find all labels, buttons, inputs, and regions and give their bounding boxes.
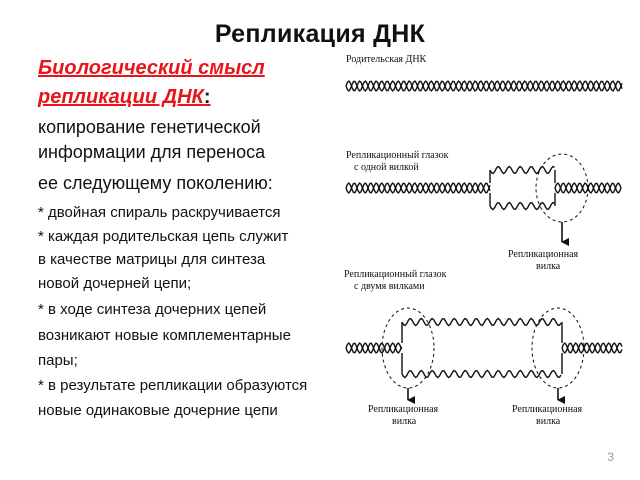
two-forks-helix xyxy=(345,317,623,379)
label-fork-left-1: Репликационная xyxy=(368,404,439,415)
body-text: копирование генетической информации для … xyxy=(38,115,341,435)
replication-diagram-svg: Родительская ДНК Репликационный глазок с… xyxy=(344,54,623,427)
label-fork-2: вилка xyxy=(536,261,561,272)
label-one-fork-2: с одной вилкой xyxy=(354,162,419,173)
body-line: * каждая родительская цепь служит xyxy=(38,228,289,245)
replication-diagram: Родительская ДНК Репликационный глазок с… xyxy=(340,50,630,435)
label-two-forks-1: Репликационный глазок xyxy=(344,269,447,280)
body-line: * в ходе синтеза дочерних цепей xyxy=(38,301,267,318)
fork-circle-left xyxy=(381,307,435,389)
body-line: копирование генетической xyxy=(38,117,261,137)
label-two-forks-2: с двумя вилками xyxy=(354,281,425,292)
body-line: новые одинаковые дочерние цепи xyxy=(38,402,278,419)
body-line: ее следующему поколению: xyxy=(38,173,273,193)
body-line: * в результате репликации образуются xyxy=(38,377,308,394)
body-line: в качестве матрицы для синтеза xyxy=(38,251,266,268)
label-fork-right-1: Репликационная xyxy=(512,404,583,415)
heading-line-1: Биологический смысл xyxy=(38,57,265,79)
body-line: информации для переноса xyxy=(38,142,266,162)
heading-colon: : xyxy=(203,86,211,108)
body-line: * двойная спираль раскручивается xyxy=(38,204,281,221)
parent-dna-helix xyxy=(345,80,623,92)
label-fork-right-2: вилка xyxy=(536,416,561,427)
fork-circle xyxy=(535,153,589,223)
label-fork-1: Репликационная xyxy=(508,249,579,260)
page-number: 3 xyxy=(607,450,614,464)
heading-line-2: репликации ДНК: xyxy=(38,86,210,109)
body-line: новой дочерней цепи; xyxy=(38,275,192,292)
slide-title: Репликация ДНК xyxy=(214,20,426,48)
label-parent-dna: Родительская ДНК xyxy=(346,54,427,65)
body-line: пары; xyxy=(38,352,78,369)
heading-line-2-text: репликации ДНК xyxy=(38,86,204,108)
body-line: возникают новые комплементарные xyxy=(38,327,291,344)
label-one-fork-1: Репликационный глазок xyxy=(346,150,449,161)
label-fork-left-2: вилка xyxy=(392,416,417,427)
fork-circle-right xyxy=(531,307,585,389)
